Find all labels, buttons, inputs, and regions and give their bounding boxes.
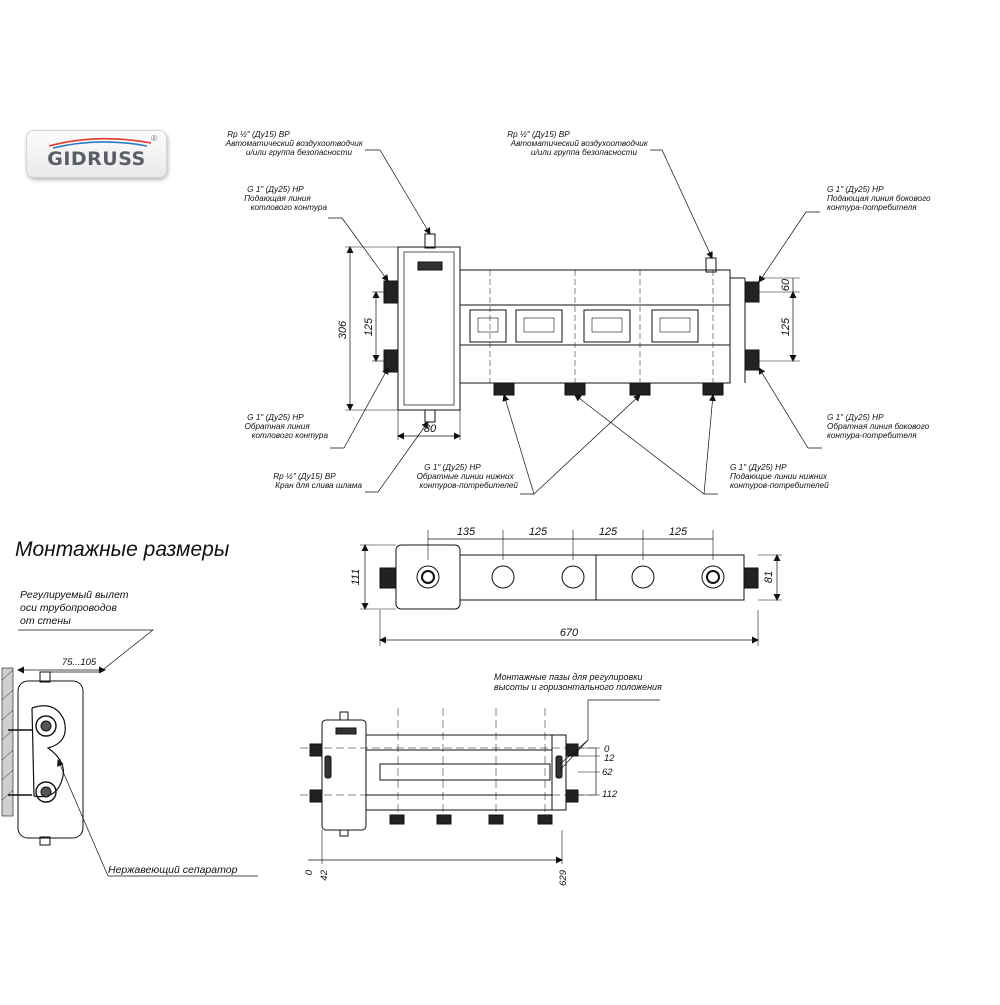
dim-125-c: 125 (669, 526, 688, 538)
front-view-callouts: Rp ½" (Ду15) ВР Автоматический воздухоот… (225, 130, 933, 490)
dim-mount-bottom-629: 629 (558, 869, 569, 886)
callout-boiler-supply: G 1" (Ду25) НР Подающая линия котлового … (244, 185, 327, 212)
bottom-port-3 (629, 382, 651, 396)
dim-670: 670 (560, 627, 579, 639)
boiler-return-pipe-end (383, 349, 399, 373)
dim-125-b: 125 (599, 526, 618, 538)
dim-125-right: 125 (780, 317, 792, 336)
callout-side-supply: G 1" (Ду25) НР Подающая линия бокового к… (827, 185, 933, 212)
callout-bottom-supplies: G 1" (Ду25) НР Подающие линии нижних кон… (730, 463, 829, 490)
registered-mark: ® (151, 134, 157, 143)
bottom-port-4 (702, 382, 724, 396)
side-view (1, 629, 258, 877)
dim-80: 80 (424, 423, 437, 435)
side-supply-pipe-end (744, 281, 760, 303)
top-view-manifold (459, 554, 745, 601)
hydro-separator-body (397, 246, 461, 411)
dim-135: 135 (457, 526, 476, 538)
logo-brand-text: GIDRUSS (47, 148, 146, 170)
callout-boiler-return: G 1" (Ду25) НР Обратная линия котлового … (245, 413, 329, 440)
callout-side-return: G 1" (Ду25) НР Обратная линия бокового к… (827, 413, 932, 440)
side-return-pipe-end (744, 349, 760, 371)
gidruss-logo: ® GIDRUSS (26, 130, 167, 178)
dim-125-a: 125 (529, 526, 548, 538)
dim-mount-12: 12 (604, 753, 615, 764)
callout-air-vent-right: Rp ½" (Ду15) ВР Автоматический воздухоот… (507, 130, 650, 157)
mount-manifold (365, 734, 553, 811)
window-4 (651, 309, 699, 343)
dim-125-left: 125 (363, 317, 375, 336)
callout-drain-valve: Rp ½" (Ду15) ВР Кран для слива шлама (273, 472, 362, 490)
dim-mount-0: 0 (604, 744, 610, 755)
dim-60: 60 (780, 278, 792, 291)
callout-mounting-slots: Монтажные пазы для регулировки высоты и … (494, 672, 662, 692)
window-2 (515, 309, 563, 343)
dim-75-105: 75...105 (62, 657, 97, 668)
dim-306: 306 (337, 320, 349, 339)
side-view-body (17, 680, 84, 839)
mounting-view (300, 699, 660, 864)
dim-mount-bottom-0: 0 (304, 869, 315, 875)
manifold-body (459, 269, 731, 384)
top-view-dimensions: 135 125 125 125 111 81 670 (350, 526, 775, 639)
dim-81: 81 (763, 571, 775, 583)
separator-label-plate (417, 261, 443, 271)
top-air-vent-port (424, 233, 436, 249)
callout-bottom-returns: G 1" (Ду25) НР Обратные линии нижних кон… (417, 463, 519, 490)
callout-air-vent-left: Rp ½" (Ду15) ВР Автоматический воздухоот… (225, 130, 365, 157)
svg-text:Регулируемый вылет оси т: Регулируемый вылет оси трубопроводов от … (20, 589, 131, 627)
dim-mount-112: 112 (602, 789, 618, 800)
mounting-dimensions: 0 12 62 112 0 42 629 Монтажные пазы для … (304, 672, 662, 886)
front-view (328, 149, 822, 495)
section-title: Монтажные размеры (15, 538, 230, 561)
dim-111: 111 (350, 569, 362, 586)
wall-offset-callout: Регулируемый вылет оси трубопроводов от … (20, 589, 131, 668)
dim-mount-62: 62 (602, 767, 613, 778)
top-view (360, 530, 782, 646)
boiler-supply-pipe-end (383, 280, 399, 304)
bottom-drain-port (424, 409, 436, 423)
window-3 (583, 309, 631, 343)
dim-mount-bottom-42: 42 (319, 869, 330, 880)
callout-separator: Нержавеющий сепаратор (108, 864, 238, 876)
bottom-port-1 (493, 382, 515, 396)
front-view-dimensions: 306 125 80 60 125 (337, 278, 792, 435)
bottom-port-2 (564, 382, 586, 396)
logo-swoosh (48, 137, 152, 149)
window-1 (469, 309, 507, 343)
